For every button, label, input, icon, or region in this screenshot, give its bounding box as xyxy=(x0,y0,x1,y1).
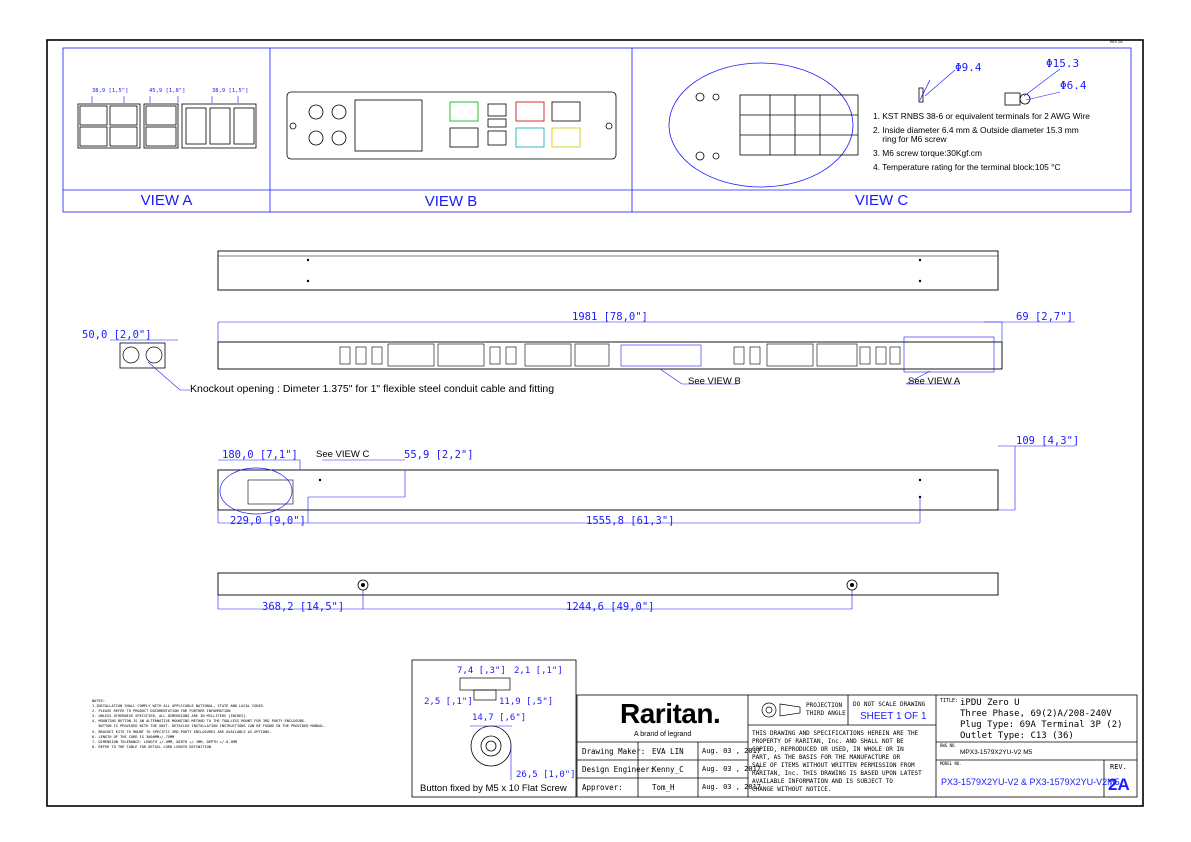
button-caption: Button fixed by M5 x 10 Flat Screw xyxy=(420,783,567,794)
view-b-label: VIEW B xyxy=(424,193,478,210)
corner-tag: REV 2A xyxy=(1110,40,1123,44)
property-line: CHANGE WITHOUT NOTICE. xyxy=(752,786,832,793)
dim-offset-55: 55,9 [2,2"] xyxy=(404,449,474,461)
note-item: 6. LENGTH OF THE CORD IS 3000MM+/-75MM xyxy=(92,734,175,739)
view-b-panel xyxy=(286,91,617,160)
view-c-dia-2: Φ15.3 xyxy=(1046,57,1080,70)
note-item: 3. UNLESS OTHERWISE SPECIFIED, ALL DIMEN… xyxy=(92,714,248,719)
row-role: Drawing Maker: xyxy=(582,747,646,756)
view-c-detail xyxy=(668,62,859,188)
dim-view-c-area: 180,0 [7,1"] xyxy=(222,449,298,461)
projection-symbol xyxy=(761,702,801,718)
row-date: Aug. 03 , 2017 xyxy=(702,765,762,773)
dwg-label: DWG NO. xyxy=(940,743,957,748)
view-c-note: 1. KST RNBS 38-6 or equivalent terminals… xyxy=(873,111,1090,121)
see-view-a-callout: See VIEW A xyxy=(908,376,961,387)
property-line: RARITAN, Inc. THIS DRAWING IS BASED UPON… xyxy=(752,770,922,777)
pdu-bottom-view xyxy=(217,572,999,596)
view-c-label: VIEW C xyxy=(854,192,909,209)
row-role: Design Engineer: xyxy=(582,765,655,774)
do-not-scale: DO NOT SCALE DRAWING xyxy=(853,701,926,708)
dim-span-1244: 1244,6 [49,0"] xyxy=(566,601,655,613)
projection-line-2: THIRD ANGLE xyxy=(806,710,846,717)
view-a-dim-3: 38,9 [1,5"] xyxy=(212,88,249,94)
property-line: PART, AS THE BASIS FOR THE MANUFACTURE O… xyxy=(752,754,901,761)
view-c-note: 2. Inside diameter 6.4 mm & Outside diam… xyxy=(873,124,1079,135)
dim-right-end: 69 [2,7"] xyxy=(1016,311,1073,323)
note-item: 7. DIMENSION TOLERANCE: LENGTH +/-4MM, W… xyxy=(92,739,237,744)
title-line: Plug Type: 69A Terminal 3P (2) xyxy=(960,720,1123,730)
view-c-note: 4. Temperature rating for the terminal b… xyxy=(873,161,1061,172)
views-frame xyxy=(62,47,1132,213)
view-c-dia-1: Φ9.4 xyxy=(955,61,982,74)
model-label: MODEL NO. xyxy=(940,761,962,766)
view-a-dim-1: 38,9 [1,5"] xyxy=(92,88,129,94)
pdu-rear-view xyxy=(217,469,999,511)
row-name: Kenny_C xyxy=(652,765,684,774)
model-number: PX3-1579X2YU-V2 & PX3-1579X2YU-V2M5 xyxy=(941,777,1120,787)
dim-overall-length: 1981 [78,0"] xyxy=(572,311,648,323)
button-detail-frame xyxy=(411,659,577,798)
title-line: Three Phase, 69(2)A/208-240V xyxy=(960,709,1112,719)
view-a-outlets xyxy=(77,103,257,149)
property-line: COPIED, REPRODUCED OR USED, IN WHOLE OR … xyxy=(752,746,904,753)
button-dim-1: 7,4 [,3"] xyxy=(457,666,506,676)
dim-knockout-width: 50,0 [2,0"] xyxy=(82,329,152,341)
note-item: 1.INSTALLATION SHALL COMPLY WITH ALL APP… xyxy=(92,704,266,709)
button-dim-3: 2,5 [,1"] xyxy=(424,697,473,707)
property-line: THIS DRAWING AND SPECIFICATIONS HEREIN A… xyxy=(752,730,919,737)
brand-tagline: A brand of legrand xyxy=(634,731,692,738)
see-view-c-callout: See VIEW C xyxy=(316,449,370,460)
brand-logo: Raritan. xyxy=(620,698,721,729)
sheet-number: SHEET 1 OF 1 xyxy=(860,711,927,722)
sheet-border xyxy=(46,39,1144,807)
view-c-note: ring for M6 screw xyxy=(873,134,947,145)
title-label: TITLE: xyxy=(940,698,959,704)
dim-offset-368: 368,2 [14,5"] xyxy=(262,601,345,613)
row-date: Aug. 03 , 2017 xyxy=(702,783,762,791)
note-item: 8. REFER TO THE TABLE FOR DETAIL CORD LE… xyxy=(92,744,211,749)
button-dim-6: 26,5 [1,0"] xyxy=(516,770,576,780)
notes-title: NOTES: xyxy=(92,699,105,703)
button-dim-4: 11,9 [,5"] xyxy=(499,697,554,707)
property-line: PROPERTY OF RARITAN, Inc. AND SHALL NOT … xyxy=(752,738,904,745)
row-role: Approver: xyxy=(582,783,623,792)
projection-line-1: PROJECTION xyxy=(806,702,843,709)
dim-offset-229: 229,0 [9,0"] xyxy=(230,515,306,527)
rev-value: 2A xyxy=(1108,775,1130,794)
note-item: 4. MOUNTING BUTTON IS AN ALTERNATIVE MOU… xyxy=(92,719,307,724)
pdu-front-view xyxy=(217,341,1003,370)
rev-label: REV. xyxy=(1110,763,1127,771)
front-outlets xyxy=(339,336,995,373)
view-c-note: 3. M6 screw torque:30Kgf.cm xyxy=(873,147,982,158)
dwg-number: MPX3-1579X2YU-V2 M5 xyxy=(960,749,1033,756)
view-c-notes: 1. KST RNBS 38-6 or equivalent terminals… xyxy=(873,111,1090,176)
note-item: BUTTON IS PROVIDED WITH THE UNIT. DETAIL… xyxy=(92,724,326,729)
row-date: Aug. 03 , 2017 xyxy=(702,747,762,755)
property-line: AVAILABLE INFORMATION AND IS SUBJECT TO xyxy=(752,778,893,785)
view-c-terminals xyxy=(918,68,1061,106)
see-view-b-callout: See VIEW B xyxy=(688,376,741,387)
property-line: SALE OF ITEMS WITHOUT WRITTEN PERMISSION… xyxy=(752,762,915,769)
knockout-box xyxy=(119,342,166,369)
knockout-callout: Knockout opening : Dimeter 1.375" for 1"… xyxy=(190,383,555,395)
note-item: 2. PLEASE REFER TO PRODUCT DOCUMENTATION… xyxy=(92,709,231,714)
view-a-label: VIEW A xyxy=(140,192,193,209)
row-name: EVA LIN xyxy=(652,747,684,756)
view-a-dim-2: 45,9 [1,8"] xyxy=(149,88,186,94)
button-dim-5: 14,7 [,6"] xyxy=(472,713,527,723)
title-line: Outlet Type: C13 (36) xyxy=(960,731,1074,741)
pdu-top-view xyxy=(217,250,999,291)
note-item: 5. BRACKET KITS TO MOUNT TO SPECIFIC 3RD… xyxy=(92,729,272,734)
row-name: Tom_H xyxy=(652,783,675,792)
dim-span-1555: 1555,8 [61,3"] xyxy=(586,515,675,527)
view-c-dia-3: Φ6.4 xyxy=(1060,79,1087,92)
title-block-lines xyxy=(576,694,1138,798)
dim-depth-109: 109 [4,3"] xyxy=(1016,435,1080,447)
notes-block: NOTES: 1.INSTALLATION SHALL COMPLY WITH … xyxy=(92,699,326,750)
title-line: iPDU Zero U xyxy=(960,698,1020,708)
button-dim-2: 2,1 [,1"] xyxy=(514,666,563,676)
